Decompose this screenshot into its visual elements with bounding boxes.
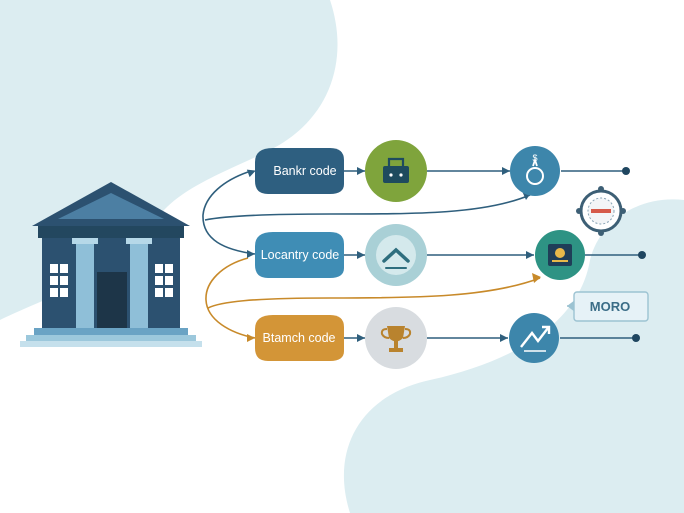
bank-step <box>26 335 196 341</box>
tag-label: MORO <box>567 291 649 322</box>
bank-column-cap <box>72 238 98 244</box>
bank-column-cap <box>126 238 152 244</box>
tag-pointer <box>567 300 575 312</box>
arrowhead <box>532 273 541 283</box>
end-dots <box>622 167 646 342</box>
tag-box <box>573 291 649 322</box>
arrowhead <box>502 167 510 175</box>
arrowhead <box>247 250 255 258</box>
arrowheads <box>246 167 541 342</box>
arrowhead <box>500 334 508 342</box>
connector-row2-swoop <box>207 277 541 309</box>
arrowhead <box>246 169 256 178</box>
arrowhead <box>357 251 365 259</box>
pill-label: Locantry code <box>261 248 340 262</box>
bank-window <box>50 264 173 297</box>
svg-text:$: $ <box>532 153 537 163</box>
bank-step <box>20 341 202 347</box>
pill-label: Btamch code <box>263 331 336 345</box>
bank-door <box>97 272 127 328</box>
arrowhead <box>526 251 534 259</box>
bank-step <box>34 328 188 335</box>
arrowhead <box>247 334 255 342</box>
arrowhead <box>357 167 365 175</box>
end-dot <box>632 334 640 342</box>
connector-row1-swoop <box>204 194 531 221</box>
connector-bank-top <box>202 171 256 255</box>
end-dot <box>638 251 646 259</box>
bank-pediment <box>58 193 164 219</box>
pill-shape <box>255 148 344 194</box>
trophy-icon <box>365 307 427 369</box>
background-blob-right <box>343 199 684 513</box>
end-dot <box>622 167 630 175</box>
bank-column <box>76 240 94 328</box>
bank-icon <box>20 182 202 347</box>
dollar-bag-icon: $ <box>510 146 560 196</box>
pill-locality-code[interactable]: Locantry code <box>255 232 344 278</box>
pill-bank-code[interactable]: Bankr code <box>255 148 344 194</box>
tag-text: MORO <box>590 299 630 314</box>
pill-shape <box>255 315 344 361</box>
arrowhead <box>357 334 365 342</box>
id-card-icon <box>535 230 585 280</box>
pill-label: Bankr code <box>273 164 336 178</box>
briefcase-icon <box>365 140 427 202</box>
growth-arrow-icon <box>509 313 559 363</box>
pill-branch-code[interactable]: Btamch code <box>255 315 344 361</box>
gauge-icon <box>576 186 626 236</box>
pill-shape <box>255 232 344 278</box>
bank-column <box>130 240 148 328</box>
connector-bank-bottom <box>205 257 256 339</box>
chevron-up-icon <box>365 224 427 286</box>
bank-entablature <box>38 226 184 238</box>
